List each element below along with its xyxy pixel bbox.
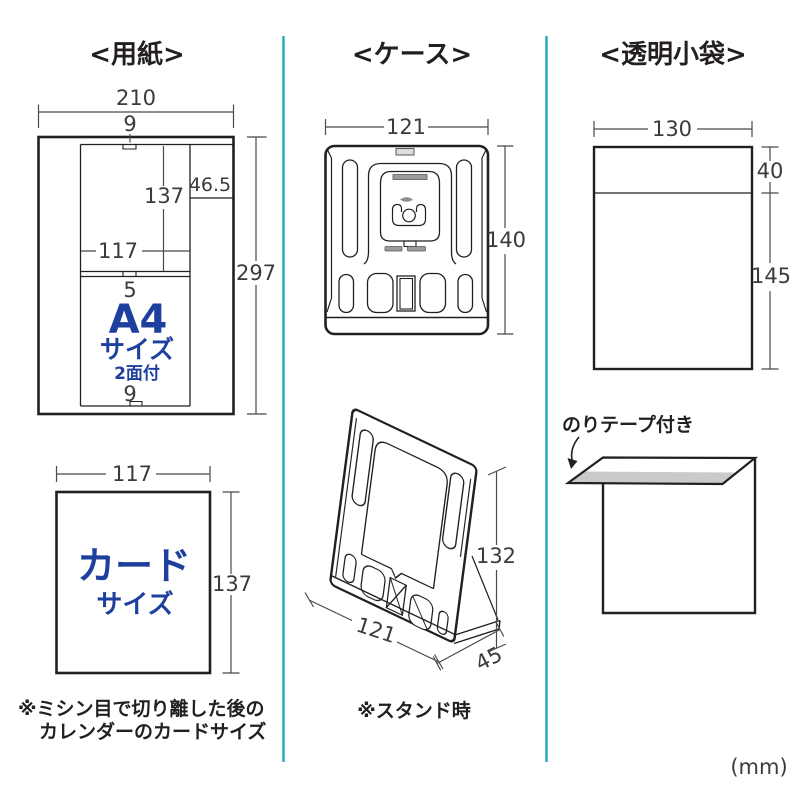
stand-width-value: 121	[353, 613, 399, 648]
card-height-value: 137	[212, 572, 252, 596]
sheet-inner-height-value: 137	[144, 184, 184, 208]
perforation-notches	[122, 144, 143, 406]
bag-section: <透明小袋> 130 40 145 のりテープ付き	[562, 40, 791, 615]
case-section: <ケース> 121	[304, 40, 526, 722]
case-keyhole	[391, 203, 427, 227]
bag-flap-height-value: 40	[757, 159, 784, 183]
sheet-inner-width-value: 117	[98, 239, 138, 263]
bag-flap-outline	[564, 456, 759, 486]
sheet-gap-value: 5	[123, 278, 136, 302]
stand-panel	[329, 408, 478, 643]
sheet-corner-value: 46.5	[189, 174, 231, 196]
paper-note-line1: ※ミシン目で切り離した後の	[18, 697, 264, 720]
sheet-label-a4: A4	[109, 297, 168, 343]
case-dash-left	[384, 246, 403, 252]
paper-note-line2: カレンダーのカードサイズ	[39, 720, 266, 743]
card-label-main: カード	[77, 544, 191, 588]
case-width-value: 121	[386, 115, 426, 139]
arrowhead-icon	[567, 458, 578, 469]
stand-caption: ※スタンド時	[357, 700, 470, 722]
sheet-label-2up: 2面付	[114, 363, 160, 384]
case-hinge-bar	[392, 174, 428, 180]
case-title: <ケース>	[352, 40, 472, 70]
curved-arrow-icon	[570, 436, 580, 463]
bag-tape-label: のりテープ付き	[562, 413, 694, 436]
case-flap-inner-panel	[379, 170, 441, 242]
paper-dim-width: 210	[37, 86, 235, 128]
bag-width-value: 130	[652, 117, 692, 141]
bag-body-outline	[601, 458, 757, 615]
bag-outline	[592, 145, 754, 371]
card-label-sub: サイズ	[96, 589, 173, 620]
bag-body-height-value: 145	[751, 264, 791, 288]
card-width-value: 117	[112, 462, 152, 486]
stand-height-value: 132	[476, 544, 516, 568]
bag-tape-strip	[568, 471, 737, 484]
paper-section: <用紙> 210 9 137 46.5 117 5	[18, 39, 276, 743]
case-stand-view: 132 121 45 ※スタンド時	[304, 408, 516, 722]
paper-width-value: 210	[116, 86, 156, 110]
case-stand-flap-outline	[363, 162, 457, 265]
stand-back-leg	[471, 555, 499, 621]
case-top-tab	[395, 148, 415, 156]
stand-depth-value: 45	[471, 642, 506, 676]
sheet-top-margin-value: 9	[123, 112, 136, 136]
sheet-label-size: サイズ	[100, 335, 174, 364]
paper-card-diagram: 117 カード サイズ 137	[55, 462, 252, 675]
card-outline	[55, 490, 212, 675]
stand-base-edge	[453, 619, 501, 645]
sheet-bottom-margin-value: 9	[123, 382, 136, 406]
case-side-bevels	[326, 149, 488, 313]
case-front-view: 121	[324, 115, 526, 336]
bag-title: <透明小袋>	[599, 40, 747, 70]
bag-perspective-view: のりテープ付き	[562, 413, 759, 615]
case-dash-right	[407, 246, 426, 252]
case-slot-right	[455, 159, 473, 258]
case-slot-left	[341, 159, 359, 258]
unit-label: (mm)	[730, 755, 787, 779]
case-lens-mark	[400, 197, 413, 202]
case-bottom-slots	[338, 272, 474, 314]
bag-flat-view: 130 40 145	[592, 117, 791, 371]
paper-title: <用紙>	[89, 39, 185, 70]
column-dividers	[282, 36, 548, 762]
paper-sheet-diagram: 9 137 46.5 117 5 A4 サイズ 2面付 9 297	[37, 112, 276, 416]
sheet-inner-lines	[79, 143, 234, 407]
case-height-value: 140	[486, 228, 526, 252]
sheet-height-value: 297	[236, 261, 276, 285]
